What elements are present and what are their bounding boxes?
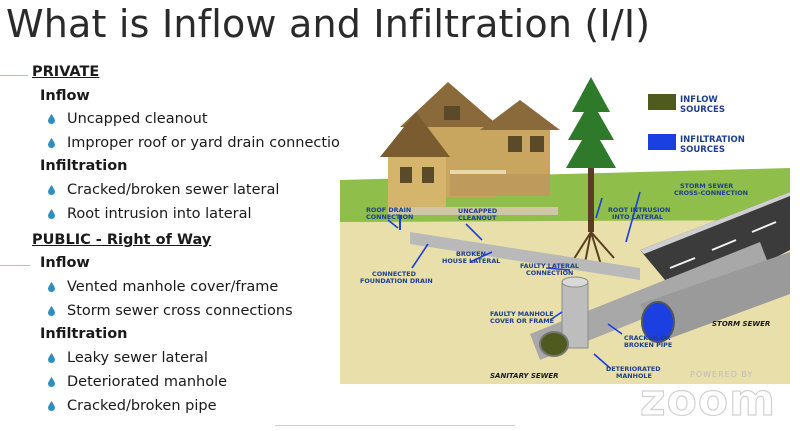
- water-drop-icon: [48, 209, 55, 219]
- label-roof-drain-2: CONNECTION: [366, 213, 413, 221]
- label-manhole-cover-2: COVER OR FRAME: [490, 317, 554, 325]
- list-item: Vented manhole cover/frame: [48, 279, 278, 295]
- house-lateral-pipe: [410, 232, 640, 280]
- tree: [566, 77, 616, 269]
- water-drop-icon: [48, 401, 55, 411]
- label-foundation-1: CONNECTED: [372, 270, 416, 278]
- storm-sewer-pipe: [640, 252, 790, 342]
- label-faulty-lateral-1: FAULTY LATERAL: [520, 262, 579, 270]
- label-manhole-cover-1: FAULTY MANHOLE: [490, 310, 554, 318]
- water-drop-icon: [48, 282, 55, 292]
- manhole-cover: [561, 276, 589, 288]
- list-item: Cracked/broken pipe: [48, 398, 217, 414]
- legend-inflow-line2: SOURCES: [680, 105, 725, 115]
- label-uncapped-2: CLEANOUT: [458, 214, 497, 222]
- list-item-text: Deteriorated manhole: [67, 374, 228, 390]
- legend-infiltration-line2: SOURCES: [680, 145, 725, 155]
- water-drop-icon: [48, 377, 55, 387]
- legend-inflow-line1: INFLOW: [680, 95, 718, 105]
- label-broken-lateral-2: HOUSE LATERAL: [442, 257, 500, 265]
- private-inflow-label: Inflow: [40, 88, 90, 104]
- zoom-watermark: zoom: [639, 374, 776, 426]
- storm-sewer-opening: [641, 301, 675, 343]
- label-broken-lateral-1: BROKEN: [456, 250, 486, 258]
- water-drop-icon: [48, 114, 55, 124]
- list-item-text: Storm sewer cross connections: [67, 303, 293, 319]
- label-storm-cross-1: STORM SEWER: [680, 182, 733, 190]
- list-item: Uncapped cleanout: [48, 111, 208, 127]
- private-heading: PRIVATE: [32, 64, 100, 80]
- road-curb: [640, 192, 790, 254]
- label-storm-sewer: STORM SEWER: [712, 320, 770, 328]
- list-item-text: Cracked/broken sewer lateral: [67, 182, 280, 198]
- divider-private: [0, 75, 28, 76]
- label-deteriorated-2: MANHOLE: [616, 372, 652, 380]
- list-item: Improper roof or yard drain connection: [48, 135, 349, 151]
- list-item-text: Leaky sewer lateral: [67, 350, 208, 366]
- water-drop-icon: [48, 306, 55, 316]
- diagram-labels: ROOF DRAIN CONNECTION UNCAPPED CLEANOUT …: [360, 182, 770, 380]
- indicator-arrows: [387, 191, 641, 369]
- label-foundation-2: FOUNDATION DRAIN: [360, 277, 433, 285]
- bottom-divider: [275, 425, 515, 426]
- label-roof-drain-1: ROOF DRAIN: [366, 206, 411, 214]
- legend-infiltration-line1: INFILTRATION: [680, 135, 745, 145]
- private-infiltration-label: Infiltration: [40, 158, 128, 174]
- list-item-text: Improper roof or yard drain connection: [67, 135, 350, 151]
- label-sanitary-sewer: SANITARY SEWER: [490, 372, 559, 380]
- legend-infiltration-swatch: [648, 134, 676, 150]
- list-item-text: Root intrusion into lateral: [67, 206, 252, 222]
- sanitary-sewer-opening: [539, 331, 569, 357]
- inflow-infiltration-illustration: INFLOW SOURCES INFILTRATION SOURCES ROOF…: [340, 72, 790, 392]
- list-item: Cracked/broken sewer lateral: [48, 182, 279, 198]
- public-heading: PUBLIC - Right of Way: [32, 232, 212, 248]
- slide-title: What is Inflow and Infiltration (I/I): [6, 2, 651, 46]
- list-item: Deteriorated manhole: [48, 374, 227, 390]
- watermark-powered-by: POWERED BY: [690, 370, 754, 379]
- label-root-2: INTO LATERAL: [612, 213, 663, 221]
- public-infiltration-label: Infiltration: [40, 326, 128, 342]
- label-cracked-2: BROKEN PIPE: [624, 341, 672, 349]
- legend-inflow-swatch: [648, 94, 676, 110]
- list-item-text: Vented manhole cover/frame: [67, 279, 279, 295]
- public-inflow-label: Inflow: [40, 255, 90, 271]
- divider-public: [0, 265, 30, 266]
- label-faulty-lateral-2: CONNECTION: [526, 269, 573, 277]
- legend: INFLOW SOURCES INFILTRATION SOURCES: [648, 94, 745, 155]
- label-storm-cross-2: CROSS-CONNECTION: [674, 189, 748, 197]
- water-drop-icon: [48, 185, 55, 195]
- list-item: Leaky sewer lateral: [48, 350, 208, 366]
- water-drop-icon: [48, 353, 55, 363]
- water-drop-icon: [48, 138, 55, 148]
- road-markings: [669, 221, 777, 269]
- list-item: Root intrusion into lateral: [48, 206, 252, 222]
- label-root-1: ROOT INTRUSION: [608, 206, 670, 214]
- label-deteriorated-1: DETERIORATED: [606, 365, 661, 373]
- label-uncapped-1: UNCAPPED: [458, 207, 497, 215]
- list-item-text: Uncapped cleanout: [67, 111, 208, 127]
- list-item-text: Cracked/broken pipe: [67, 398, 217, 414]
- list-item: Storm sewer cross connections: [48, 303, 293, 319]
- house: [380, 82, 560, 230]
- label-cracked-1: CRACKED OR: [624, 334, 671, 342]
